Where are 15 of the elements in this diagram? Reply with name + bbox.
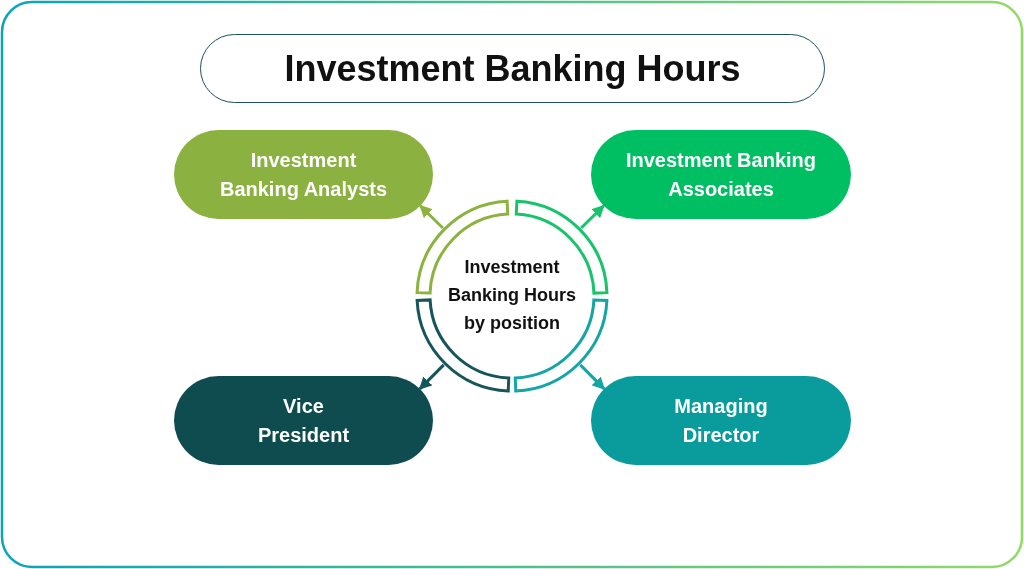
pill-box [591, 130, 851, 219]
pill-box [591, 376, 851, 465]
node-label: Investment Banking Hours by position [447, 256, 577, 335]
node-label: Investment Banking Analysts [218, 147, 389, 202]
arrow [419, 204, 444, 230]
title: Investment Banking Hours [284, 47, 741, 90]
arrow [580, 204, 605, 230]
node-label: Investment Banking Associates [624, 147, 817, 202]
pill-box [174, 130, 433, 219]
ring-diagram [415, 199, 609, 393]
arrow [579, 363, 606, 390]
pill-box [174, 376, 433, 465]
node-label: Managing Director [673, 393, 769, 448]
node-label: Vice President [256, 393, 351, 448]
arrow [418, 363, 445, 390]
